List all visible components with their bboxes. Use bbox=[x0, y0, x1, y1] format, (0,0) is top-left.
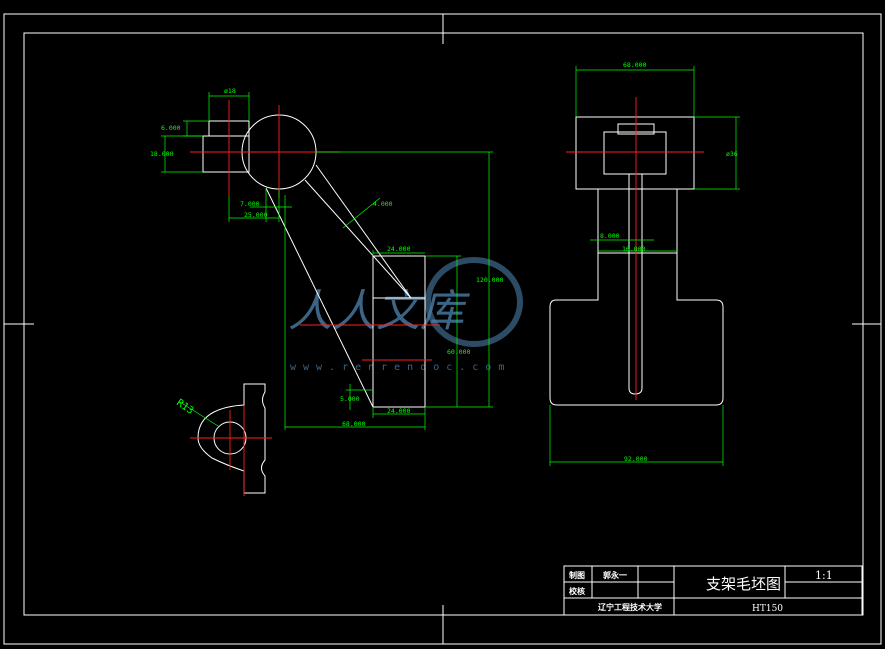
dim-d5: 5.000 bbox=[340, 395, 360, 403]
dim-line bbox=[342, 197, 381, 229]
lug-outline bbox=[197, 383, 266, 494]
dim-d18: ø18 bbox=[224, 87, 236, 95]
partial-view: R13 bbox=[174, 383, 272, 496]
school-name: 辽宁工程技术大学 bbox=[598, 602, 662, 612]
dim-d8: 8.000 bbox=[600, 232, 620, 240]
title-block-border bbox=[563, 565, 863, 616]
side-view bbox=[549, 97, 724, 406]
drawing-title: 支架毛坯图 bbox=[706, 575, 781, 593]
dim-d68top: 68.000 bbox=[623, 61, 647, 69]
drawn-label: 制图 bbox=[569, 570, 585, 580]
watermark-url: www.renrendoc.com bbox=[290, 362, 511, 373]
dim-d24b: 24.000 bbox=[387, 407, 411, 415]
dim-d18b: 18.000 bbox=[150, 150, 174, 158]
watermark-text: 人人文库 bbox=[288, 286, 471, 337]
arm-edge-upper bbox=[304, 179, 412, 299]
dim-d4: 4.000 bbox=[373, 200, 393, 208]
arm-edge-upper-2 bbox=[315, 164, 412, 299]
checked-label: 校核 bbox=[569, 586, 585, 596]
dim-d16: 16.000 bbox=[622, 245, 646, 253]
front-view bbox=[190, 100, 440, 408]
dim-d7: 7.000 bbox=[240, 200, 260, 208]
web-slot bbox=[628, 174, 643, 395]
dim-r13: R13 bbox=[174, 397, 195, 416]
title-block: 制图 郭永一 校核 支架毛坯图 1:1 辽宁工程技术大学 HT150 bbox=[563, 565, 863, 616]
drawing-scale: 1:1 bbox=[815, 569, 833, 582]
leader-r13 bbox=[179, 401, 219, 427]
lower-pad bbox=[372, 255, 426, 408]
dim-d68: 68.000 bbox=[342, 420, 366, 428]
top-block bbox=[575, 116, 695, 190]
dim-d36: ø36 bbox=[726, 150, 738, 158]
bore-rect bbox=[603, 131, 667, 175]
dim-d92: 92.000 bbox=[624, 455, 648, 463]
dim-d25: 25.000 bbox=[244, 211, 268, 219]
arm-edge-lower bbox=[265, 187, 374, 408]
dim-d60: 60.000 bbox=[447, 348, 471, 356]
dim-d120: 120.000 bbox=[476, 276, 503, 284]
watermark: 人人文库 www.renrendoc.com bbox=[288, 257, 523, 373]
front-view-dimensions: ø18 6.000 18.000 7.000 25.000 4.000 24.0… bbox=[150, 87, 503, 430]
side-view-dimensions: 68.000 ø36 8.000 16.000 92.000 bbox=[549, 61, 740, 466]
drawing-frame bbox=[3, 13, 882, 645]
web-and-base bbox=[549, 189, 724, 406]
material: HT150 bbox=[752, 604, 783, 614]
watermark-logo-ring bbox=[425, 257, 523, 347]
dim-d24a: 24.000 bbox=[387, 245, 411, 253]
drawn-name: 郭永一 bbox=[603, 570, 627, 580]
dim-d6: 6.000 bbox=[161, 124, 181, 132]
